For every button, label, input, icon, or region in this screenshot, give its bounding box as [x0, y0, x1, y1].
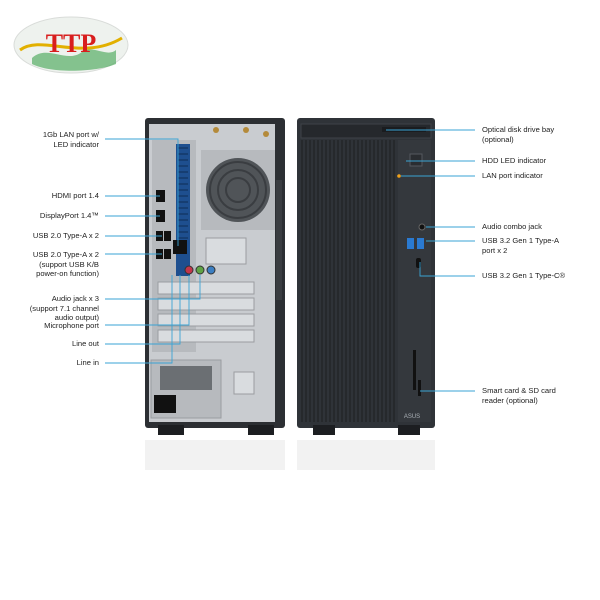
label-usb2-b: USB 2.0 Type-A x 2 (support USB K/B powe…: [32, 250, 99, 279]
audio-combo-port: [418, 223, 426, 231]
rear-view: [145, 118, 285, 435]
usb32a-port: [407, 238, 414, 249]
sd-card-slot: [413, 350, 416, 390]
label-microphone: Microphone port: [44, 321, 99, 330]
rear-foot-left: [158, 425, 184, 435]
front-shadow: [297, 440, 435, 470]
label-lan-port: 1Gb LAN port w/ LED indicator: [42, 130, 99, 149]
label-card-reader: Smart card & SD card reader (optional): [482, 386, 556, 405]
latch: [233, 371, 255, 395]
hdmi-port: [156, 190, 165, 202]
label-displayport: DisplayPort 1.4™: [39, 211, 99, 220]
screw: [263, 131, 269, 137]
displayport-port: [156, 210, 165, 222]
screw: [213, 127, 219, 133]
logo-text: TTP: [46, 29, 97, 58]
expansion-slot: [157, 281, 255, 295]
front-ribs: [301, 140, 395, 422]
label-line-out: Line out: [71, 339, 99, 348]
side-ridge: [276, 180, 282, 300]
psu-vent: [160, 366, 212, 390]
label-audio-jacks: Audio jack x 3 (support 7.1 channel audi…: [29, 294, 99, 323]
label-audio-combo: Audio combo jack: [482, 222, 542, 231]
front-brand: ASUS: [404, 414, 420, 420]
line-out-jack: [195, 265, 205, 275]
label-lan-indicator: LAN port indicator: [482, 171, 543, 180]
lan-led: [397, 174, 401, 178]
ttp-logo: TTP: [13, 16, 129, 74]
label-usb32-type-c: USB 3.2 Gen 1 Type-C®: [482, 271, 566, 280]
fan-grille: [206, 158, 270, 222]
usb32a-port: [417, 238, 424, 249]
front-view: ASUS: [297, 118, 435, 435]
rear-foot-right: [248, 425, 274, 435]
expansion-slot: [157, 313, 255, 327]
label-optical-bay: Optical disk drive bay (optional): [482, 125, 555, 144]
usb2-port: [164, 249, 171, 259]
optical-eject: [382, 127, 426, 132]
lan-port: [173, 240, 187, 254]
label-line-in: Line in: [76, 358, 99, 367]
rear-shadow: [145, 440, 285, 470]
mic-jack: [184, 265, 194, 275]
expansion-slot: [157, 329, 255, 343]
power-button: [409, 153, 423, 167]
power-socket: [154, 395, 176, 413]
expansion-slot: [157, 297, 255, 311]
label-hdmi-port: HDMI port 1.4: [51, 191, 99, 200]
front-foot-left: [313, 425, 335, 435]
line-in-jack: [206, 265, 216, 275]
smart-card-slot: [418, 380, 421, 396]
label-usb32-type-a: USB 3.2 Gen 1 Type-A port x 2: [482, 236, 560, 255]
front-foot-right: [398, 425, 420, 435]
vent-block: [205, 237, 247, 265]
screw: [243, 127, 249, 133]
label-usb2-a: USB 2.0 Type-A x 2: [32, 231, 99, 240]
label-hdd-led: HDD LED indicator: [482, 156, 547, 165]
leader-lines: [105, 129, 475, 392]
usb2-port: [164, 231, 171, 241]
